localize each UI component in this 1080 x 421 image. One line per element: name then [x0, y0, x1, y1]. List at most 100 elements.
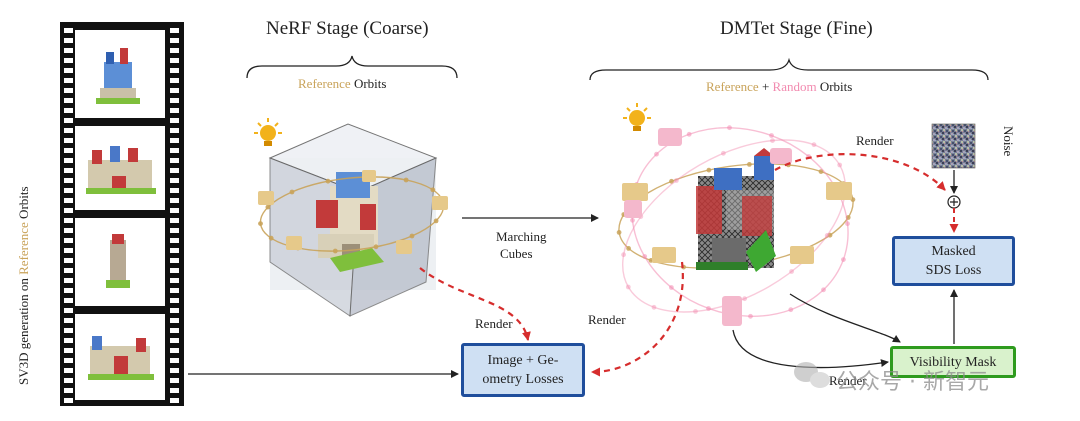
film-perforation: [170, 28, 179, 33]
orbit-point: [616, 230, 622, 235]
film-perforation: [170, 178, 179, 183]
film-perforation: [64, 218, 73, 223]
noise-label: Noise: [1001, 126, 1016, 157]
light-bulb-icon: [254, 118, 282, 146]
marching-label-1: Marching: [496, 229, 547, 244]
orbit-point: [289, 189, 295, 195]
film-perforation: [170, 118, 179, 123]
film-perforation: [170, 88, 179, 93]
nerf-camera-icons: [258, 170, 448, 254]
dmtet-brace: [589, 57, 989, 81]
light-bulb-icon: [623, 103, 651, 131]
camera-to-visibility-arrow: [732, 329, 889, 369]
orbit-point: [837, 162, 843, 168]
film-perforation: [64, 238, 73, 243]
orbit-point: [642, 254, 648, 259]
film-perforation: [64, 278, 73, 283]
film-perforation: [64, 38, 73, 43]
film-perforation: [64, 258, 73, 263]
image-geometry-losses-box: Image + Ge-ometry Losses: [461, 343, 585, 397]
film-perforation: [170, 288, 179, 293]
film-perforation: [64, 118, 73, 123]
film-perforation: [64, 58, 73, 63]
film-perforation: [170, 298, 179, 303]
nerf-volume-cube: [268, 123, 438, 317]
orbit-point: [845, 221, 850, 227]
film-perforation: [64, 338, 73, 343]
film-perforation: [64, 348, 73, 353]
orbit-point: [625, 284, 631, 290]
film-perforation: [170, 148, 179, 153]
film-perforation: [64, 288, 73, 293]
film-perforation: [170, 248, 179, 253]
orbit-point: [651, 304, 657, 310]
frame-3: [75, 218, 165, 306]
nerf-orbit-label: Reference Orbits: [298, 76, 387, 91]
film-perforation: [170, 218, 179, 223]
film-perforation: [64, 228, 73, 233]
orbit-point: [789, 269, 794, 274]
orbit-point: [824, 233, 830, 238]
dmtet-mesh-castle: [696, 148, 776, 272]
plus-circle-icon: [947, 195, 961, 209]
film-perforation: [170, 278, 179, 283]
film-perforation: [64, 68, 73, 73]
film-perforation: [170, 228, 179, 233]
orbit-point: [706, 306, 711, 311]
losses-line-1: Image + Ge-: [487, 353, 559, 368]
orbit-point: [630, 217, 635, 223]
film-perforation: [64, 188, 73, 193]
film-perforation: [170, 258, 179, 263]
film-perforation: [170, 38, 179, 43]
orbit-point: [433, 218, 439, 224]
mesh-to-visibility-arrow: [789, 293, 901, 343]
frame-1: [75, 30, 165, 118]
orbit-point: [654, 151, 659, 157]
film-perforation: [64, 268, 73, 273]
film-perforation: [64, 178, 73, 183]
frame-4: [75, 314, 165, 400]
orbit-point: [265, 204, 271, 210]
film-perforation: [170, 388, 179, 393]
film-perforation: [64, 318, 73, 323]
dmtet-stage-title: DMTet Stage (Fine): [720, 18, 873, 39]
orbit-point: [430, 187, 436, 193]
film-perforation: [64, 378, 73, 383]
film-perforation: [64, 28, 73, 33]
film-perforation: [64, 158, 73, 163]
film-perforation: [64, 388, 73, 393]
marching-label-2: Cubes: [500, 246, 533, 261]
orbit-point: [727, 125, 732, 131]
orbit-point: [686, 131, 692, 137]
film-perforation: [64, 98, 73, 103]
nerf-stage-title: NeRF Stage (Coarse): [266, 18, 429, 39]
visibility-mask-box: Visibility Mask: [890, 346, 1016, 378]
orbit-point: [626, 246, 631, 251]
orbit-point: [821, 287, 826, 293]
film-perforation: [170, 78, 179, 83]
film-perforation: [64, 148, 73, 153]
film-perforation: [170, 158, 179, 163]
dmtet-camera-icons: [622, 128, 852, 326]
nerf-brace: [246, 55, 458, 79]
film-perforation: [64, 358, 73, 363]
orbit-point: [669, 285, 674, 290]
orbit-point: [811, 142, 817, 148]
orbit-point: [721, 150, 726, 156]
film-perforation: [170, 128, 179, 133]
film-perforation: [170, 398, 179, 403]
film-perforation: [64, 108, 73, 113]
orbit-point: [409, 233, 415, 239]
orbit-point: [621, 252, 626, 258]
random-orbit-ellipse: [621, 139, 847, 313]
film-perforation: [64, 308, 73, 313]
film-perforation: [64, 368, 73, 373]
film-perforation: [170, 378, 179, 383]
orbit-point: [332, 248, 338, 254]
frame-2: [75, 126, 165, 210]
orbit-point: [674, 178, 679, 183]
sds-line-2: SDS Loss: [925, 263, 982, 278]
orbit-point: [268, 235, 274, 241]
